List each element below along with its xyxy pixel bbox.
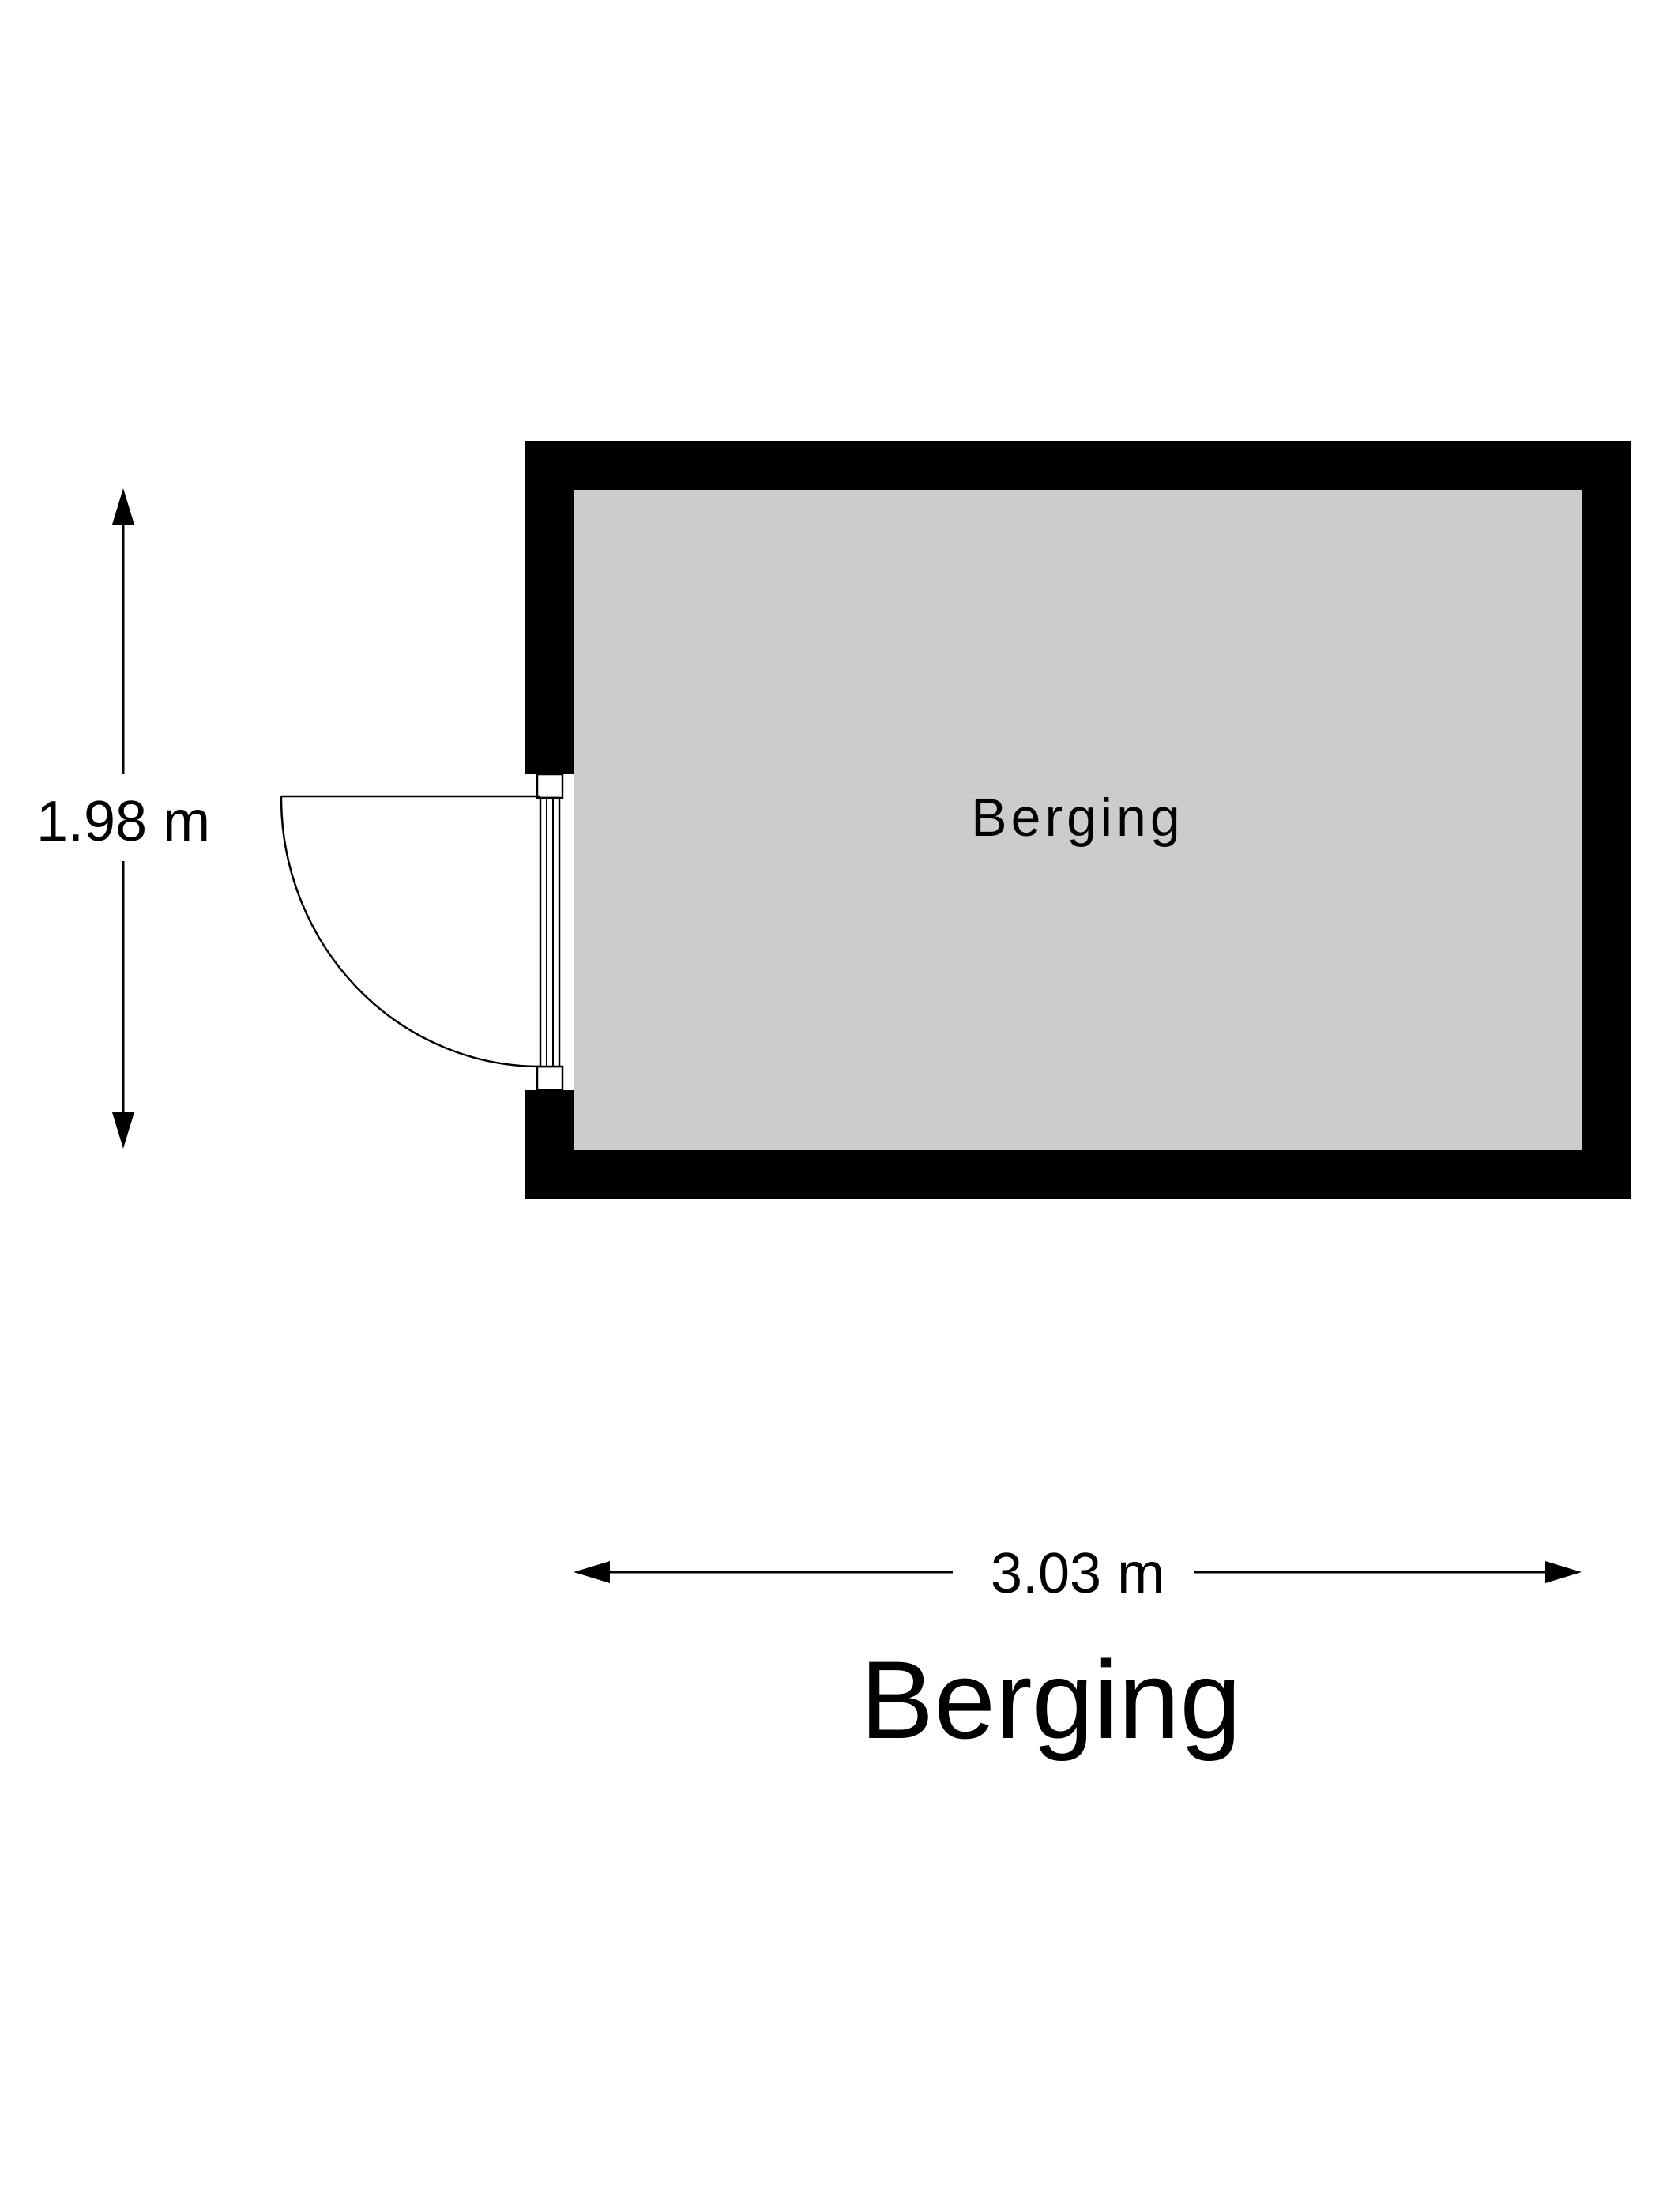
room-label: Berging	[971, 788, 1183, 848]
width-label: 3.03 m	[991, 1542, 1164, 1605]
walls	[525, 441, 1631, 1199]
wall-right	[1582, 441, 1631, 1199]
door-leaf	[539, 796, 561, 1068]
height-arrow-down-icon	[112, 1112, 134, 1149]
door-jamb-bottom	[536, 1065, 564, 1092]
width-arrow-left-icon	[574, 1561, 610, 1583]
wall-bottom	[525, 1150, 1631, 1199]
wall-left-upper	[525, 441, 574, 774]
door-swing-arc	[280, 796, 541, 1068]
height-dimension: 1.98 m	[36, 488, 210, 1149]
width-dimension: 3.03 m	[574, 1542, 1582, 1605]
width-arrow-right-icon	[1545, 1561, 1582, 1583]
door	[280, 773, 574, 1092]
room-floor	[574, 490, 1582, 1150]
height-label: 1.98 m	[36, 790, 210, 853]
door-jamb-top	[536, 773, 564, 799]
wall-left-lower	[525, 1090, 574, 1199]
height-arrow-up-icon	[112, 488, 134, 525]
wall-top	[525, 441, 1631, 490]
floor-title: Berging	[860, 1638, 1242, 1762]
